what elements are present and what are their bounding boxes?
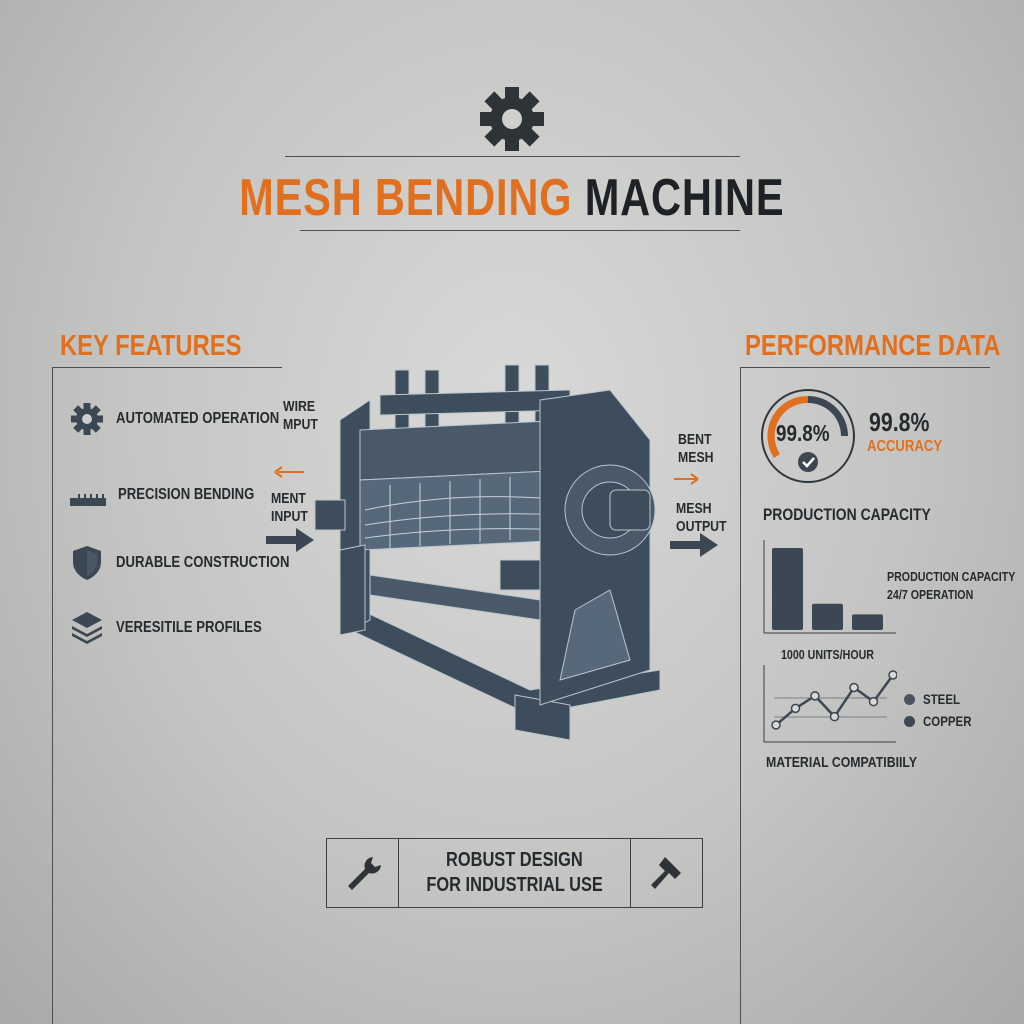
wrench-cell bbox=[327, 839, 399, 907]
material-title: MATERIAL COMPATIBIILY bbox=[766, 754, 918, 771]
note-line: 24/7 OPERATION bbox=[887, 587, 974, 602]
banner-line: FOR INDUSTRIAL USE bbox=[426, 874, 603, 896]
hammer-cell bbox=[630, 839, 702, 907]
line-point bbox=[790, 703, 801, 714]
arrow-right-small-icon bbox=[674, 473, 699, 485]
feature-durable-construction: DURABLE CONSTRUCTION bbox=[70, 546, 328, 580]
title-divider-top bbox=[285, 156, 740, 157]
production-bar bbox=[812, 603, 843, 630]
banner-text: ROBUST DESIGN FOR INDUSTRIAL USE bbox=[399, 839, 630, 907]
hammer-icon bbox=[650, 857, 681, 889]
key-features-border bbox=[52, 367, 53, 1024]
line-point bbox=[888, 670, 897, 680]
shield-icon bbox=[73, 546, 101, 580]
legend-label: COPPER bbox=[923, 713, 972, 729]
feature-label: DURABLE CONSTRUCTION bbox=[116, 554, 290, 571]
arrow-left-icon bbox=[274, 466, 304, 478]
performance-heading: PERFORMANCE DATA bbox=[745, 330, 1001, 362]
label-line: MPUT bbox=[283, 416, 318, 433]
gauge-fill bbox=[767, 395, 808, 458]
legend-item-copper: COPPER bbox=[904, 710, 982, 732]
gear-icon bbox=[71, 403, 103, 435]
production-title: PRODUCTION CAPACITY bbox=[763, 505, 931, 524]
legend-item-steel: STEEL bbox=[904, 688, 982, 710]
legend: STEEL COPPER bbox=[904, 688, 982, 732]
production-bar bbox=[772, 548, 803, 630]
banner-line: ROBUST DESIGN bbox=[446, 849, 583, 871]
key-features-heading: KEY FEATURES bbox=[60, 330, 242, 362]
line-point bbox=[868, 696, 879, 707]
arrow-right-icon bbox=[266, 528, 314, 552]
layers-icon bbox=[72, 612, 102, 644]
gear-icon bbox=[480, 87, 544, 151]
arrow-right-icon bbox=[670, 533, 718, 557]
material-line-chart bbox=[763, 665, 897, 743]
units-label: 1000 UNITS/HOUR bbox=[781, 647, 875, 662]
legend-dot bbox=[904, 715, 915, 727]
feature-versatile-profiles: VERESITILE PROFILES bbox=[70, 611, 294, 645]
label-line: MENT bbox=[271, 490, 306, 507]
mesh-bending-machine-illustration bbox=[314, 364, 661, 741]
title-divider-bottom bbox=[300, 230, 740, 231]
accuracy-gauge bbox=[761, 389, 855, 483]
page-title: MESH BENDING MACHINE bbox=[0, 168, 1024, 228]
feature-label: VERESITILE PROFILES bbox=[116, 619, 262, 636]
label-line: BENT bbox=[678, 431, 712, 448]
legend-label: STEEL bbox=[923, 691, 961, 707]
feature-automated-operation: AUTOMATED OPERATION bbox=[70, 402, 315, 436]
production-note: PRODUCTION CAPACITY 24/7 OPERATION bbox=[887, 568, 1015, 604]
label-line: INPUT bbox=[271, 508, 308, 525]
label-line: MESH bbox=[676, 500, 712, 517]
title-highlight: MESH BENDING bbox=[239, 169, 573, 227]
label-line: MESH bbox=[678, 449, 714, 466]
label-line: OUTPUT bbox=[676, 518, 727, 535]
accuracy-label: ACCURACY bbox=[867, 438, 943, 455]
performance-rule bbox=[740, 367, 990, 368]
ruler-icon bbox=[70, 494, 106, 506]
feature-label: PRECISION BENDING bbox=[118, 486, 255, 503]
line-point bbox=[810, 691, 820, 701]
check-icon bbox=[798, 452, 818, 472]
feature-precision-bending: PRECISION BENDING bbox=[70, 478, 284, 512]
note-line: PRODUCTION CAPACITY bbox=[887, 569, 1016, 584]
label-line: WIRE bbox=[283, 398, 316, 415]
line-point bbox=[829, 711, 840, 722]
robust-design-banner: ROBUST DESIGN FOR INDUSTRIAL USE bbox=[326, 838, 703, 908]
production-bar bbox=[852, 614, 883, 630]
performance-border bbox=[740, 367, 741, 1024]
key-features-rule bbox=[52, 367, 282, 368]
feature-label: AUTOMATED OPERATION bbox=[116, 410, 280, 427]
gauge-track bbox=[808, 396, 848, 436]
title-rest: MACHINE bbox=[584, 169, 785, 227]
wrench-icon bbox=[347, 857, 381, 890]
line-point bbox=[849, 682, 859, 693]
legend-dot bbox=[904, 693, 915, 705]
gauge-value: 99.8% bbox=[776, 420, 830, 446]
accuracy-value: 99.8% bbox=[869, 407, 930, 437]
line-point bbox=[771, 720, 781, 730]
production-bar-chart bbox=[763, 540, 896, 634]
